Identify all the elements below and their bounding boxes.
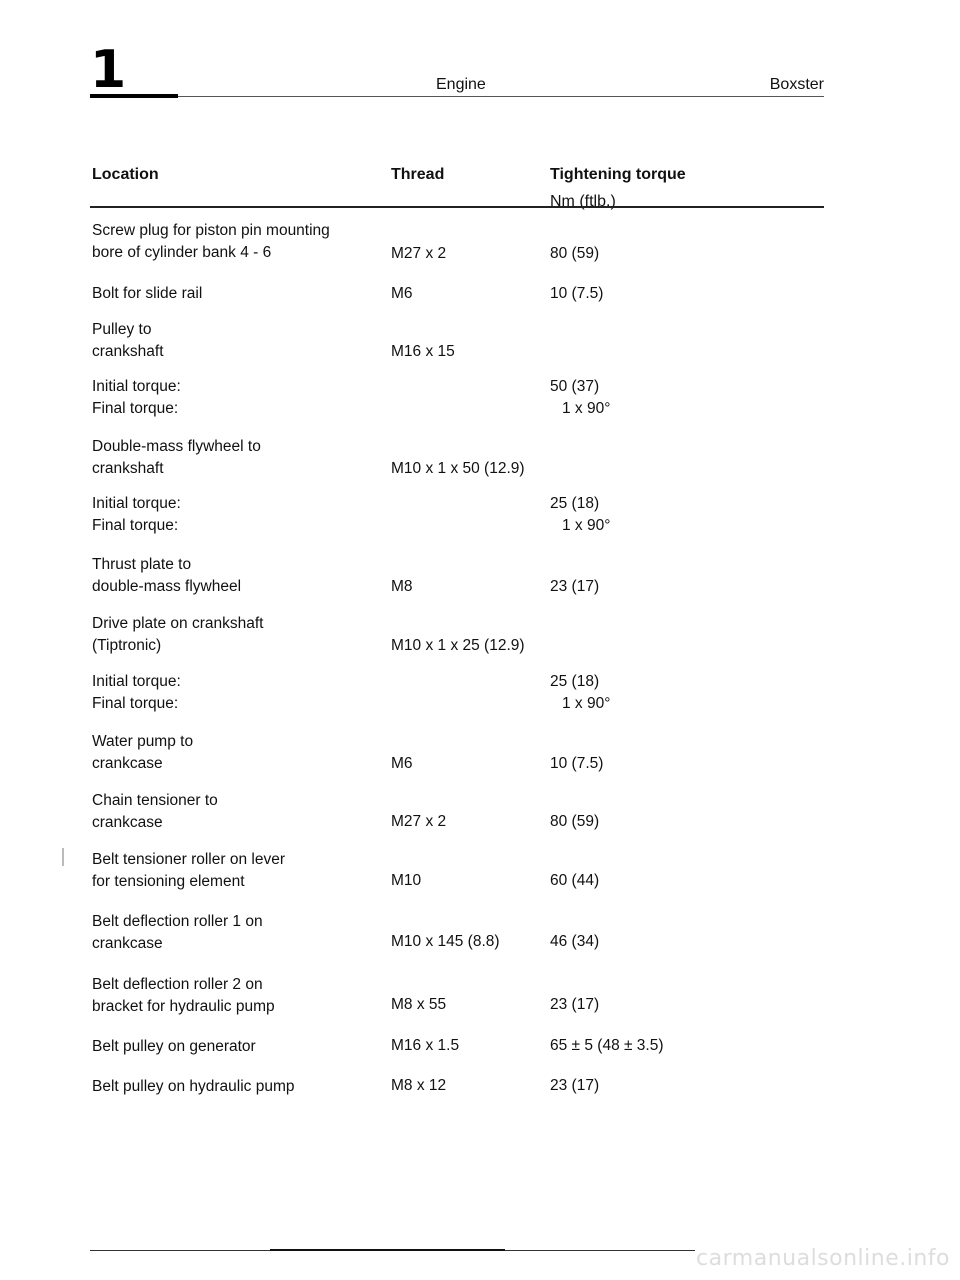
table-row-location: Belt deflection roller 1 on [92,913,263,930]
table-row-torque: 23 (17) [550,578,600,595]
table-row-location: Drive plate on crankshaft [92,615,264,632]
table-row-location: Initial torque: [92,378,181,395]
table-row-torque: 1 x 90° [562,400,611,417]
table-row-location: crankcase [92,814,163,831]
table-row-torque: 46 (34) [550,933,600,950]
table-row-thread: M6 [391,755,413,772]
table-row-thread: M10 [391,872,422,889]
table-row-location: crankcase [92,755,163,772]
table-row-thread: M27 x 2 [391,245,447,262]
table-row-torque: 50 (37) [550,378,600,395]
table-row-location: bore of cylinder bank 4 - 6 [92,244,272,261]
table-row-location: Bolt for slide rail [92,285,203,302]
table-row-thread: M8 [391,578,413,595]
table-row-location: bracket for hydraulic pump [92,998,275,1015]
watermark: carmanualsonline.info [696,1246,950,1271]
table-row-location: Final torque: [92,695,179,712]
table-row-thread: M6 [391,285,413,302]
table-row-location: double-mass flywheel [92,578,242,595]
table-row-location: Belt pulley on generator [92,1038,256,1055]
table-row-location: Thrust plate to [92,556,192,573]
table-row-torque: 80 (59) [550,813,600,830]
table-row-location: Screw plug for piston pin mounting [92,222,330,239]
chapter-number: 1 [90,40,127,100]
section-title: Engine [436,76,486,93]
table-row-torque: 1 x 90° [562,695,611,712]
table-row-location: Belt deflection roller 2 on [92,976,263,993]
table-row-location: Belt tensioner roller on lever [92,851,285,868]
table-row-torque: 23 (17) [550,1077,600,1094]
header-rule [178,96,824,97]
table-row-location: Water pump to [92,733,194,750]
column-header-torque: Tightening torque [550,166,686,183]
table-row-torque: 1 x 90° [562,517,611,534]
footer-rule-accent [270,1249,505,1251]
table-row-torque: 10 (7.5) [550,285,604,302]
table-row-torque: 80 (59) [550,245,600,262]
table-row-thread: M16 x 15 [391,343,455,360]
table-row-torque: 25 (18) [550,495,600,512]
table-row-thread: M27 x 2 [391,813,447,830]
table-row-torque: 23 (17) [550,996,600,1013]
table-row-location: Final torque: [92,517,179,534]
column-header-location: Location [92,166,159,183]
table-row-location: crankcase [92,935,163,952]
table-row-thread: M8 x 55 [391,996,447,1013]
table-row-location: crankshaft [92,343,164,360]
column-header-torque-unit: Nm (ftlb.) [550,193,616,210]
table-row-thread: M10 x 1 x 50 (12.9) [391,460,525,477]
column-header-thread: Thread [391,166,445,183]
table-row-torque: 65 ± 5 (48 ± 3.5) [550,1037,664,1054]
table-row-location: crankshaft [92,460,164,477]
table-row-location: Chain tensioner to [92,792,218,809]
table-row-location: Double-mass flywheel to [92,438,261,455]
table-row-thread: M8 x 12 [391,1077,447,1094]
table-row-location: (Tiptronic) [92,637,162,654]
table-row-location: Final torque: [92,400,179,417]
table-row-thread: M10 x 1 x 25 (12.9) [391,637,525,654]
table-row-thread: M16 x 1.5 [391,1037,460,1054]
table-row-location: Initial torque: [92,495,181,512]
chapter-underline [90,94,178,98]
table-header-rule [90,206,824,208]
table-row-location: Pulley to [92,321,152,338]
table-row-location: Initial torque: [92,673,181,690]
revision-bar [62,848,64,866]
table-row-location: for tensioning element [92,873,245,890]
table-row-location: Belt pulley on hydraulic pump [92,1078,295,1095]
model-name: Boxster [769,76,824,93]
table-row-thread: M10 x 145 (8.8) [391,933,500,950]
table-row-torque: 10 (7.5) [550,755,604,772]
table-row-torque: 60 (44) [550,872,600,889]
table-row-torque: 25 (18) [550,673,600,690]
